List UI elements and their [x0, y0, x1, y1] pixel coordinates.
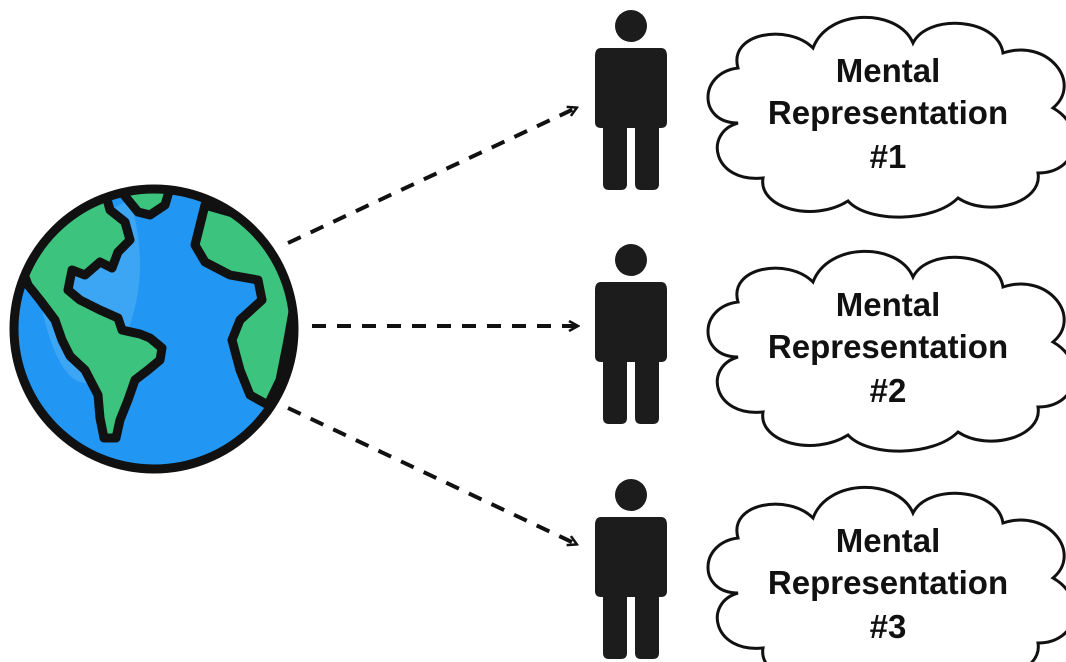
- globe-outline: [9, 184, 299, 474]
- person-icon: [595, 10, 667, 190]
- cloud-shape: [706, 485, 1066, 662]
- cloud-shape: [706, 15, 1066, 219]
- person-icon: [595, 244, 667, 424]
- globe-land-north-america: [16, 191, 167, 443]
- arrow-to-person-1: [287, 108, 576, 245]
- cloud-2-label-line2: Representation: [768, 328, 1008, 365]
- globe-icon: [9, 184, 299, 474]
- arrow-to-person-3: [287, 406, 576, 544]
- person-icon: [595, 479, 667, 659]
- cloud-3-label-line1: Mental: [836, 522, 941, 559]
- cloud-3-label-line3: #3: [870, 608, 907, 645]
- cloud-2-label-line1: Mental: [836, 286, 941, 323]
- cloud-shape: [706, 249, 1066, 453]
- cloud-2-label-line3: #2: [870, 372, 907, 409]
- cloud-1-label-line3: #1: [870, 138, 907, 175]
- cloud-3-label-line2: Representation: [768, 564, 1008, 601]
- cloud-1-label-line2: Representation: [768, 94, 1008, 131]
- cloud-1-label-line1: Mental: [836, 52, 941, 89]
